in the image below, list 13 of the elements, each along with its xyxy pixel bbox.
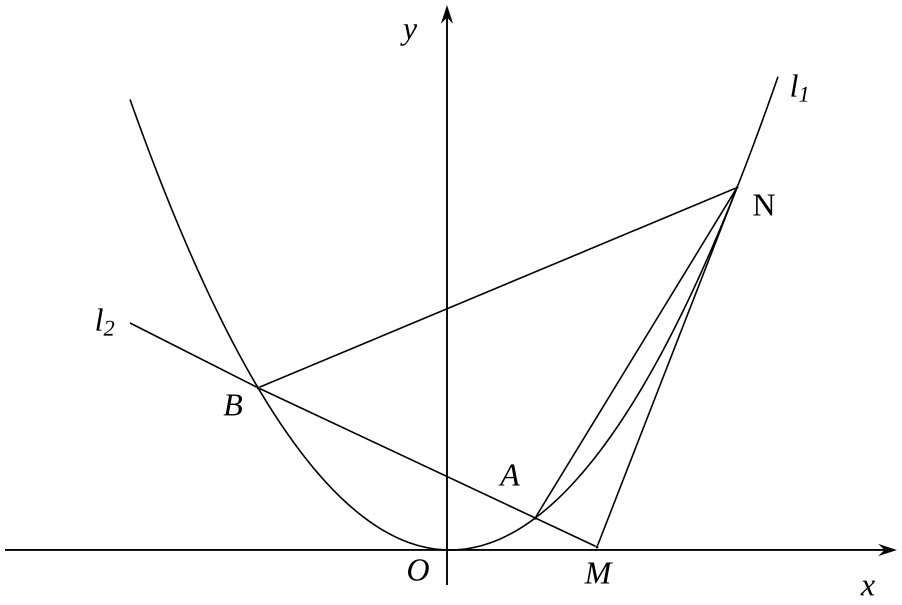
axis-label: x bbox=[860, 580, 875, 596]
point-label: N bbox=[753, 194, 775, 216]
point-label: M bbox=[584, 562, 613, 584]
line-segment bbox=[535, 188, 737, 518]
axis-label: y bbox=[400, 24, 418, 46]
curve-label: l$_{1}$ bbox=[791, 74, 808, 102]
point-label: B bbox=[224, 394, 242, 416]
point-label: O bbox=[408, 559, 429, 581]
line-label: l$_{2}$ bbox=[96, 308, 114, 336]
line-segment bbox=[596, 188, 738, 546]
point-label: A bbox=[498, 464, 520, 486]
line-segment bbox=[259, 187, 736, 388]
line-segment bbox=[129, 322, 596, 548]
